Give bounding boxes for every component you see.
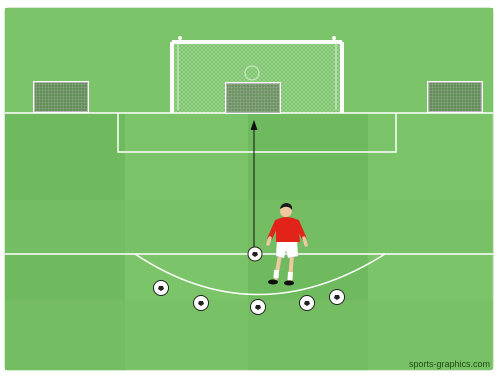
mini-goal-left <box>34 82 88 112</box>
watermark-text: sports-graphics.com <box>409 359 490 369</box>
ball <box>154 281 169 296</box>
ball <box>248 247 262 261</box>
ball <box>194 296 209 311</box>
ball <box>251 300 266 315</box>
mini-goal-right <box>428 82 482 112</box>
mini-goal-center <box>226 83 280 113</box>
ball <box>300 296 315 311</box>
ball <box>330 290 345 305</box>
